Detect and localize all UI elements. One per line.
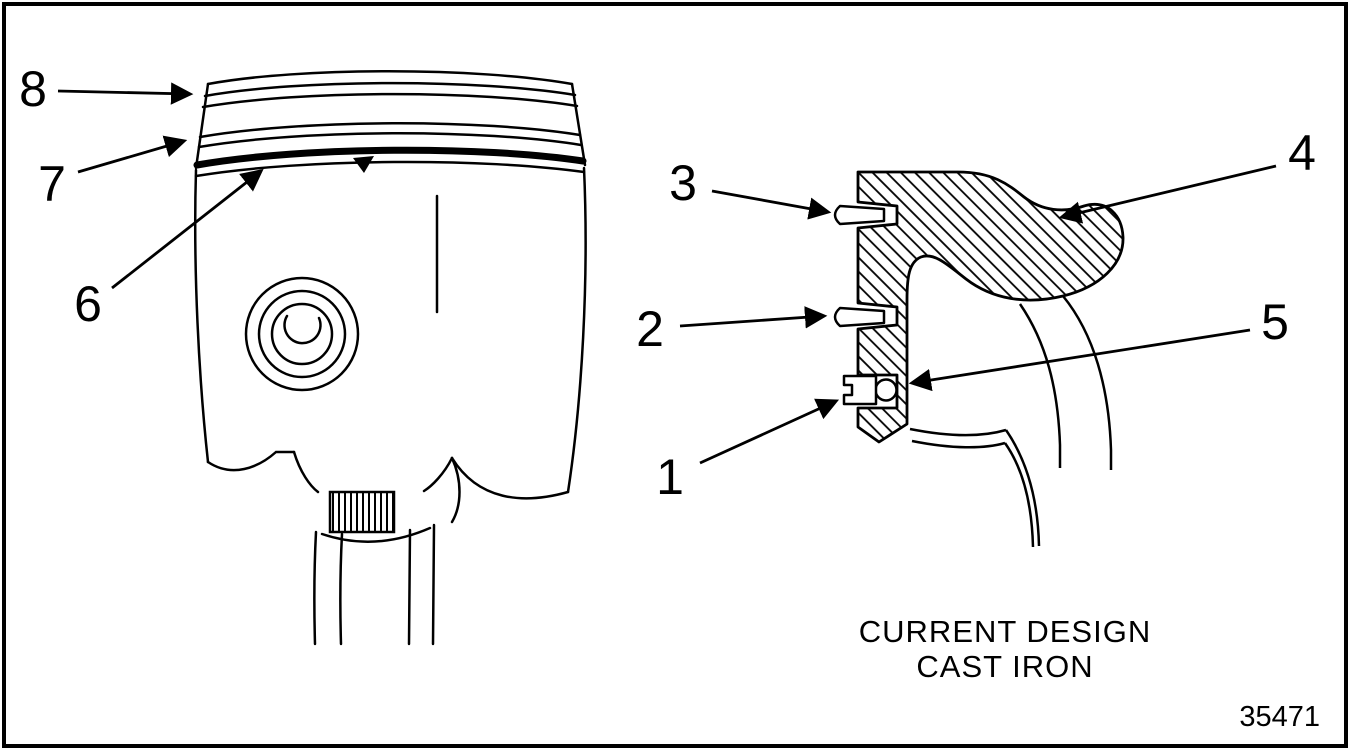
callout-label-1: 1 bbox=[656, 449, 684, 505]
callout-label-2: 2 bbox=[636, 301, 664, 357]
callout-arrow-5 bbox=[908, 328, 1251, 392]
ring-band-under-line bbox=[194, 160, 586, 178]
callout-arrow-8 bbox=[57, 82, 194, 105]
callout-label-4: 4 bbox=[1288, 125, 1316, 181]
callout-arrow-7 bbox=[77, 135, 188, 174]
caption-line-2: CAST IRON bbox=[916, 648, 1094, 684]
callout-label-7: 7 bbox=[38, 156, 66, 212]
callout-label-5: 5 bbox=[1261, 294, 1289, 350]
pin-bore-middle bbox=[257, 289, 347, 379]
callout-arrows bbox=[57, 82, 1277, 465]
second-compression-ring-profile bbox=[833, 306, 886, 328]
ring-gap-mark bbox=[353, 156, 374, 173]
oil-ring-expander bbox=[874, 378, 898, 402]
caption-line-1: CURRENT DESIGN bbox=[858, 614, 1152, 649]
third-ring-dark-band bbox=[193, 146, 587, 169]
rod-shank-inner-right bbox=[407, 528, 412, 646]
oil-control-ring-profile bbox=[842, 374, 878, 406]
callout-label-6: 6 bbox=[74, 276, 102, 332]
rod-shank-inner-left bbox=[339, 532, 344, 646]
callout-arrow-6 bbox=[111, 168, 264, 290]
top-compression-ring-profile bbox=[833, 204, 886, 226]
rod-shoulder-curve bbox=[320, 526, 432, 543]
pin-bore-inner bbox=[270, 302, 334, 366]
section-interior-lines bbox=[909, 295, 1113, 548]
rod-small-end-arc bbox=[450, 456, 461, 524]
rod-shank-left bbox=[313, 530, 318, 646]
section-hatched-body bbox=[856, 170, 1125, 444]
second-ring-line-top bbox=[198, 122, 582, 139]
pin-bore-inner-arc bbox=[283, 314, 322, 345]
rod-shank-right bbox=[431, 523, 436, 646]
skirt-right-edge bbox=[566, 166, 587, 494]
piston-side-view bbox=[193, 70, 587, 646]
piston-cross-section bbox=[833, 170, 1125, 548]
rod-knurled-band bbox=[328, 490, 396, 534]
skirt-left-edge bbox=[193, 168, 210, 464]
top-ring-line bbox=[201, 92, 579, 109]
callout-arrow-3 bbox=[711, 189, 832, 220]
rod-small-end-right bbox=[422, 456, 454, 493]
pin-bore-outer bbox=[244, 276, 360, 392]
piston-crown-line-2 bbox=[203, 81, 577, 98]
skirt-bottom-right bbox=[450, 456, 570, 500]
callout-label-8: 8 bbox=[19, 61, 47, 117]
crown-left-side bbox=[194, 82, 210, 170]
callout-arrow-4 bbox=[1058, 164, 1277, 224]
callout-arrow-1 bbox=[699, 398, 840, 465]
piston-crown-top-edge bbox=[206, 70, 574, 86]
second-ring-line-bottom bbox=[197, 132, 583, 149]
callout-label-3: 3 bbox=[669, 155, 697, 211]
skirt-bottom-left bbox=[206, 450, 296, 472]
figure-number: 35471 bbox=[1239, 701, 1320, 733]
callout-arrow-2 bbox=[679, 306, 828, 329]
rod-small-end-left bbox=[292, 450, 320, 494]
figure-caption: CURRENT DESIGN CAST IRON bbox=[838, 614, 1172, 684]
crown-right-side bbox=[570, 82, 587, 167]
